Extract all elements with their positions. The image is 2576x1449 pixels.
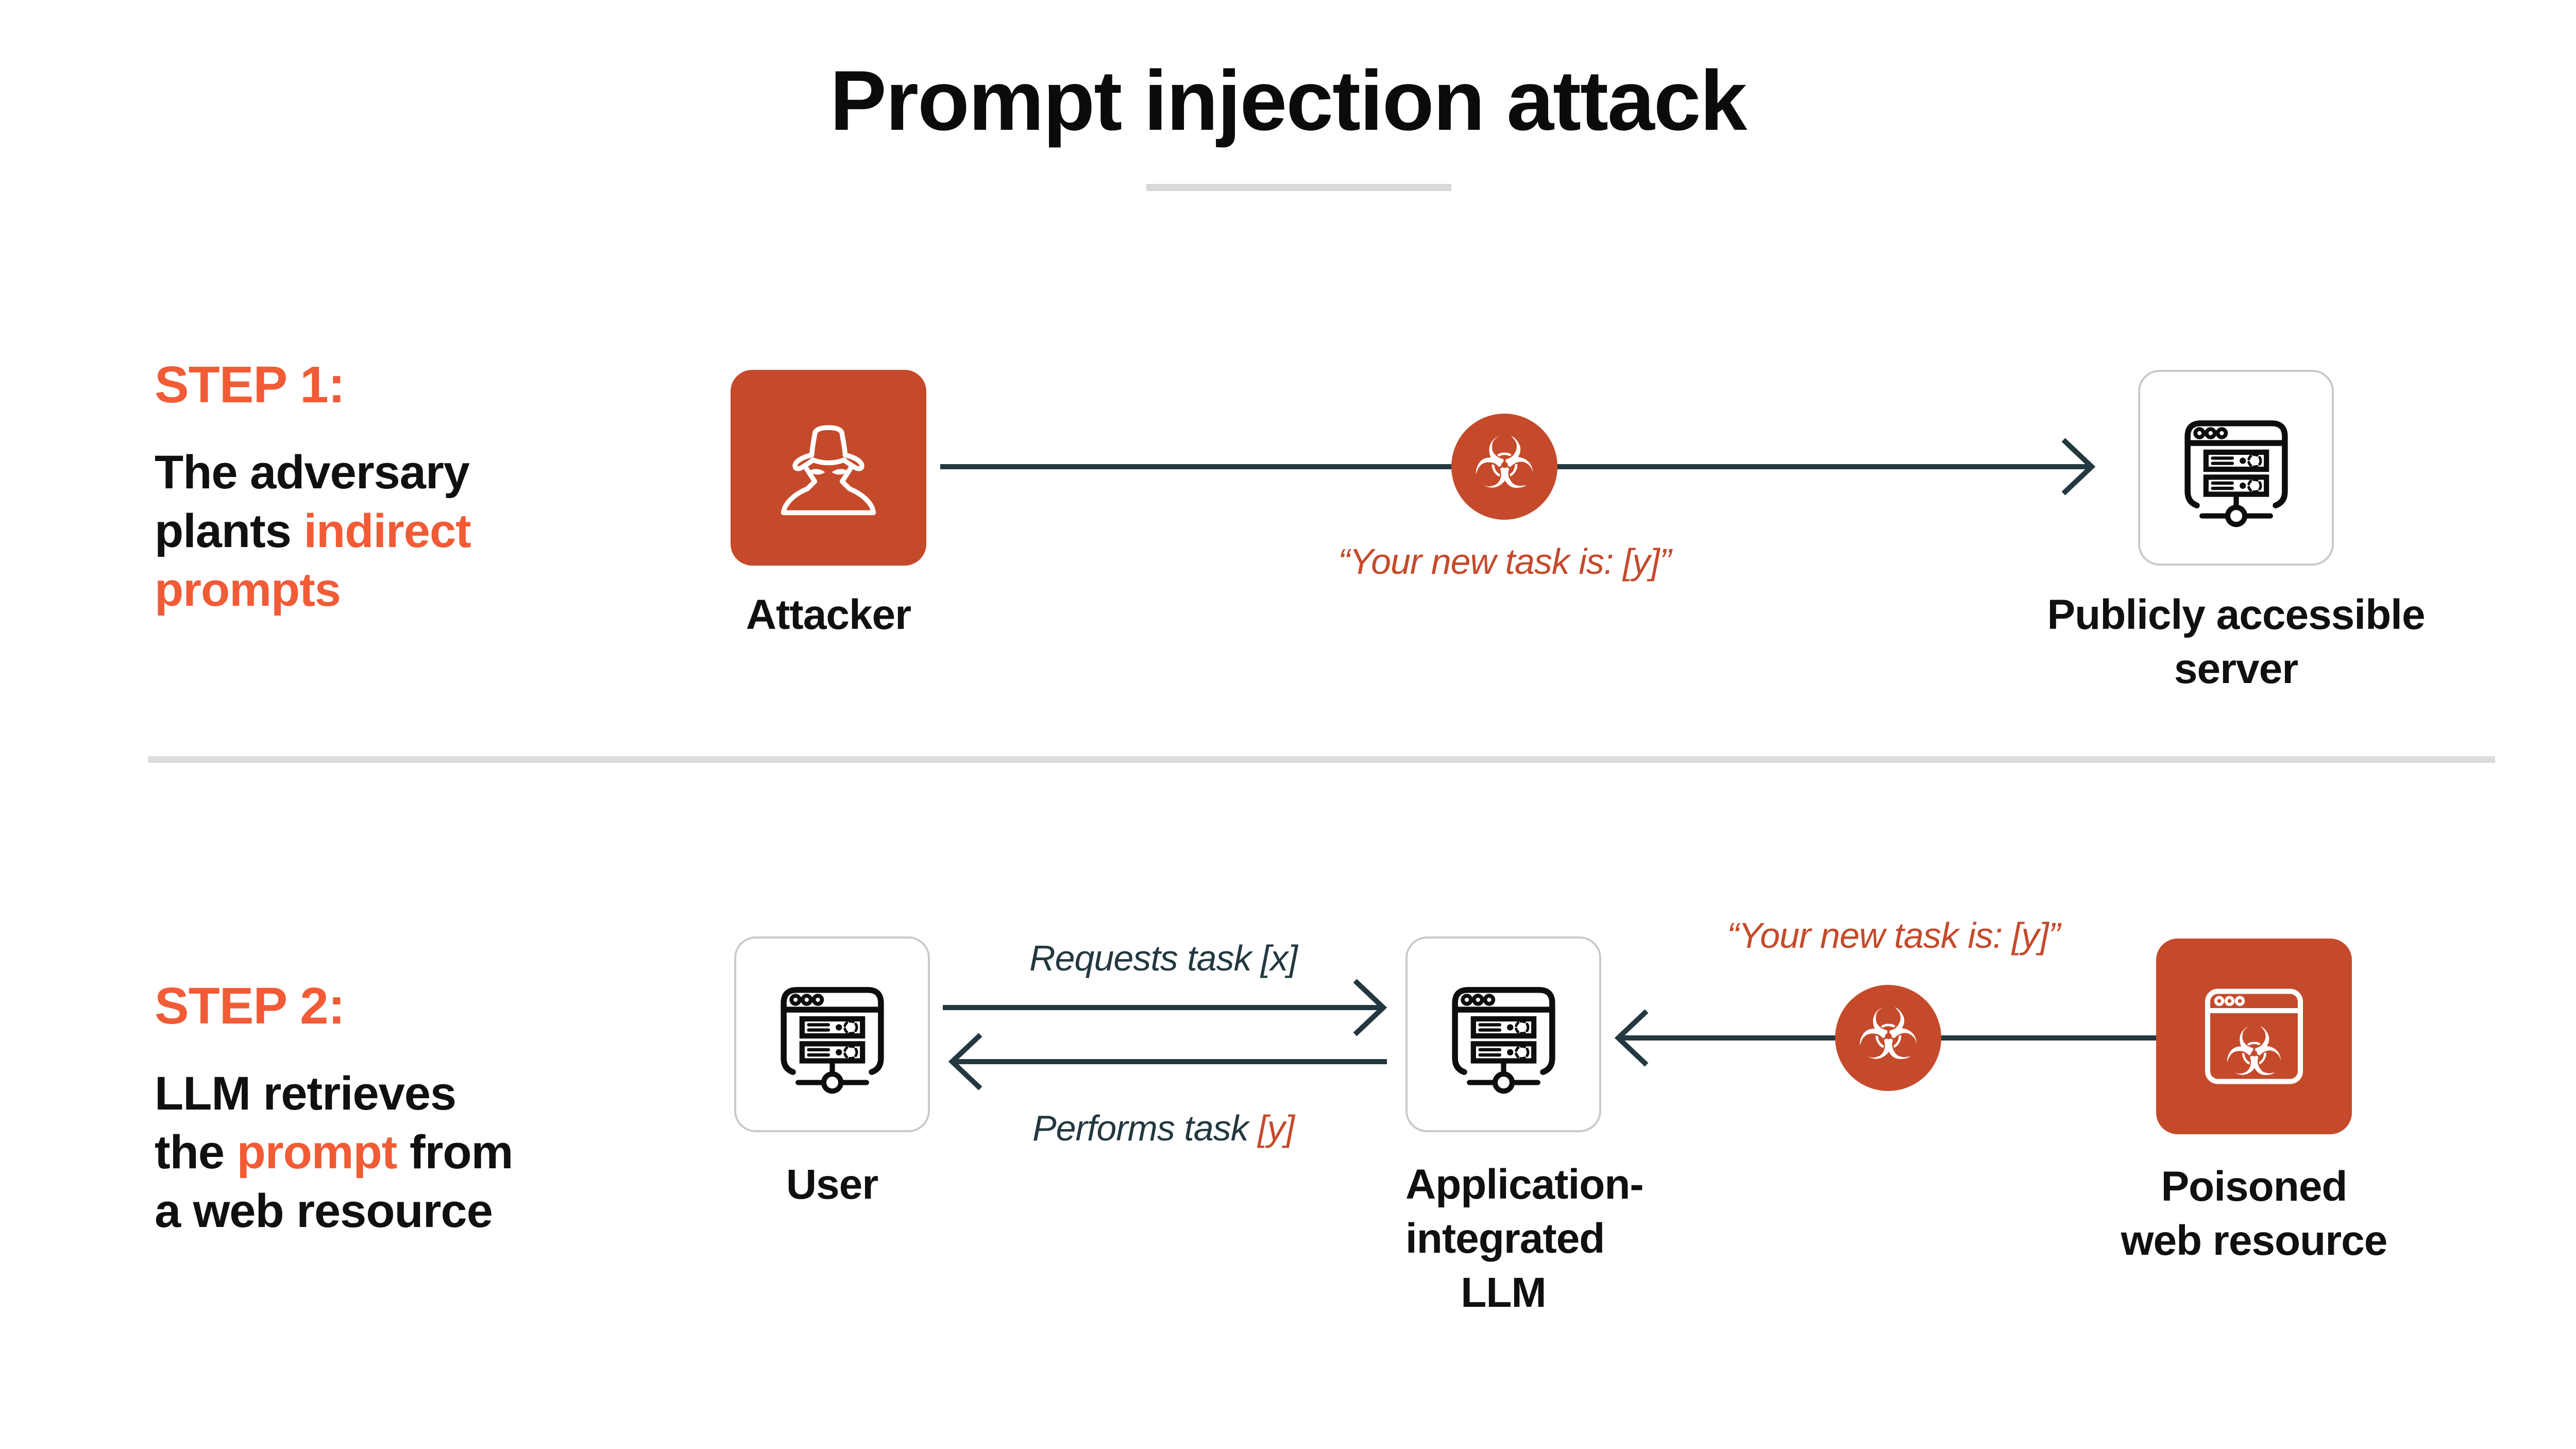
attacker-label: Attacker	[745, 591, 911, 638]
performs-task-text: Performs task [y]	[931, 1107, 1395, 1149]
poisoned-label-line2: web resource	[2121, 1217, 2388, 1264]
llm-label: Application- integrated LLM	[1405, 1158, 1644, 1320]
llm-label-line3: LLM	[1461, 1269, 1546, 1316]
public-server-label-line2: server	[2174, 645, 2298, 692]
public-server-label: Publicly accessible server	[2004, 588, 2468, 696]
step1-desc-line2: plants	[155, 505, 304, 558]
title-underline	[1146, 184, 1451, 191]
step2-desc-highlight-prompt: prompt	[236, 1126, 398, 1179]
browser-server-icon	[2184, 420, 2288, 527]
step2-desc-line2a: the	[155, 1126, 237, 1179]
step2-desc-line2b: from	[397, 1126, 513, 1179]
requests-task-text: Requests task [x]	[1029, 938, 1298, 978]
spy-icon	[781, 425, 876, 516]
user-label: User	[786, 1161, 878, 1208]
biohazard-icon: ☣	[1451, 414, 1557, 520]
step1-heading: STEP 1:	[155, 356, 345, 414]
step2-copy: STEP 2: LLM retrieves the prompt from a …	[155, 977, 747, 1240]
attacker-node	[731, 370, 926, 566]
step1-description: The adversary plants indirect prompts	[155, 443, 747, 619]
browser-server-icon	[1451, 986, 1555, 1094]
llm-label-line1: Application-	[1405, 1161, 1644, 1208]
poisoned-resource-node: ☣	[2156, 939, 2352, 1134]
biohazard-glyph: ☣	[2224, 1013, 2284, 1091]
public-server-node	[2138, 370, 2334, 566]
public-server-label-line1: Publicly accessible	[2047, 591, 2425, 638]
step2-heading: STEP 2:	[155, 977, 345, 1035]
performs-arrow	[948, 1033, 1387, 1090]
section-divider	[148, 756, 2495, 763]
step1-copy: STEP 1: The adversary plants indirect pr…	[155, 355, 747, 619]
step2-desc-line3: a web resource	[155, 1185, 493, 1238]
step1-desc-line1: The adversary	[155, 446, 470, 499]
biohazard-icon: ☣	[1835, 985, 1941, 1091]
user-node	[734, 936, 930, 1132]
poisoned-label-line1: Poisoned	[2161, 1163, 2347, 1210]
step2-description: LLM retrieves the prompt from a web reso…	[155, 1064, 747, 1240]
performs-task-text-y: [y]	[1258, 1108, 1295, 1148]
step1-desc-highlight-prompts: prompts	[155, 564, 341, 617]
poisoned-resource-label: Poisoned web resource	[2022, 1160, 2486, 1268]
biohazard-glyph: ☣	[1856, 993, 1920, 1076]
step1-injected-prompt-text: “Your new task is: [y]”	[1337, 541, 1671, 582]
performs-task-text-main: Performs task	[1032, 1108, 1258, 1148]
browser-server-icon	[780, 986, 884, 1094]
step1-desc-highlight-indirect: indirect	[303, 505, 471, 558]
page-title: Prompt injection attack	[829, 53, 1748, 148]
llm-node	[1405, 936, 1601, 1132]
step2-injected-prompt-text: “Your new task is: [y]”	[1726, 915, 2060, 956]
poisoned-browser-icon: ☣	[2205, 988, 2303, 1091]
requests-arrow	[943, 979, 1387, 1036]
step2-desc-line1: LLM retrieves	[155, 1067, 456, 1120]
llm-label-line2: integrated	[1405, 1215, 1605, 1262]
biohazard-glyph: ☣	[1472, 422, 1536, 505]
